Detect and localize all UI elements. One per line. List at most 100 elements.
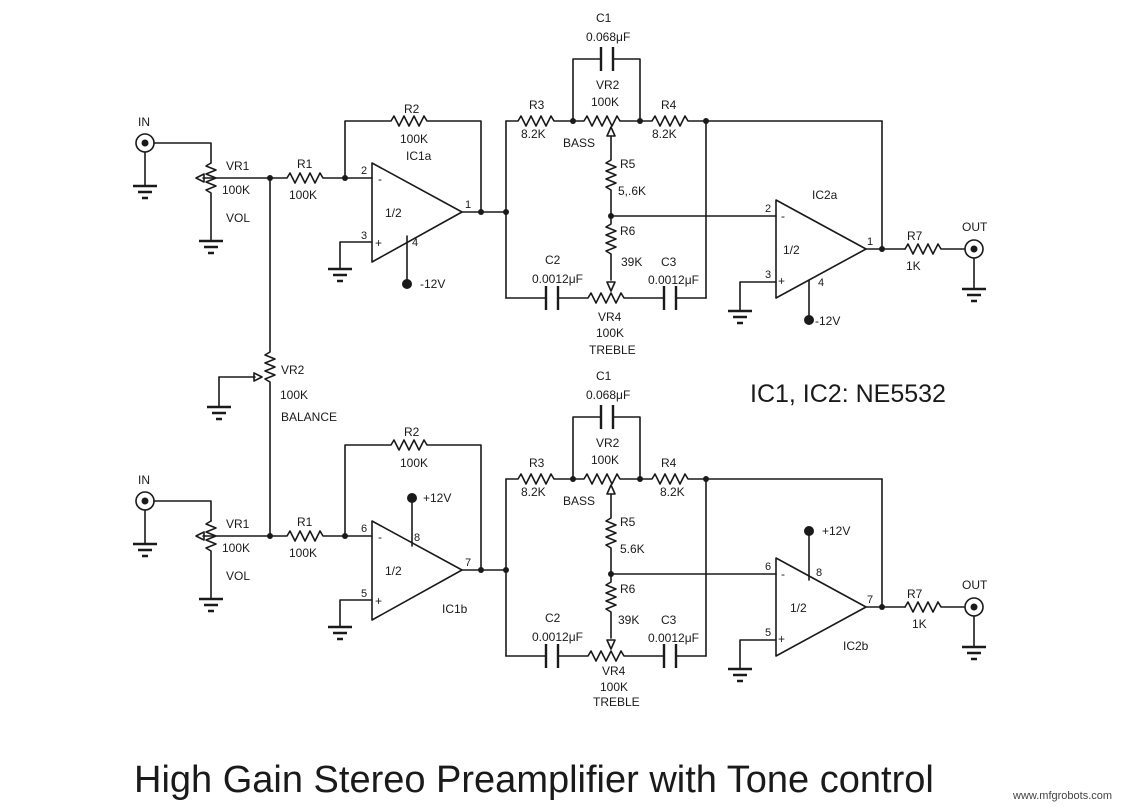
ground-icon [328,267,352,283]
op2-noninv-wire [739,281,777,311]
balance-control: VR2 100K BALANCE [207,177,337,537]
r7-ref: R7 [907,229,923,243]
ground-icon [728,309,752,325]
watermark: www.mfgrobots.com [1012,790,1112,802]
c1-value: 0.068μF [586,30,630,44]
input-label: IN [138,473,150,487]
op2-supply-pin: 4 [818,277,824,289]
op1-supply-pin: 8 [414,532,420,544]
op1-out-pin: 7 [465,557,471,569]
input-jack-center [141,139,149,147]
r3-value: 8.2K [521,485,546,499]
op1-triangle [371,162,463,263]
op-plus: + [375,594,382,608]
input-label: IN [138,115,150,129]
op1-ref: IC1b [442,602,468,616]
r1-value: 100K [289,188,317,202]
op1-half: 1/2 [385,206,402,220]
bass-ref: VR2 [596,436,620,450]
supply-terminal-icon [402,279,412,289]
op2-inv-pin: 2 [765,203,771,215]
balance-name: BALANCE [281,410,337,424]
output-jack-center [970,603,978,611]
r3-ref: R3 [529,98,545,112]
vol-name: VOL [226,211,250,225]
c1-wires [572,416,641,480]
treble-value: 100K [600,680,628,694]
wiper-arrow-icon [606,484,616,495]
noninv-wire [339,599,373,627]
op1-supply: +12V [423,491,451,505]
junction [879,604,885,610]
r3-resistor [505,115,574,127]
ground-icon [207,405,231,421]
wiper-arrow-icon [606,639,616,650]
op2-out-pin: 1 [867,236,873,248]
channel-top: IN VR1 100K VOL R1 100K R2 100K - + 1/2 … [133,11,988,357]
r1-ref: R1 [297,515,313,529]
r7-resistor [904,243,965,255]
r5-resistor [605,493,617,575]
bass-pot [572,115,641,127]
op-plus: + [778,632,785,646]
ground-icon [133,184,157,200]
r6-resistor [605,215,617,281]
op1-supply: -12V [420,277,445,291]
c2-value: 0.0012μF [532,272,583,286]
wiper-arrow-icon [606,126,616,137]
op2-inv-pin: 6 [765,561,771,573]
op-minus: - [378,530,382,544]
r2-value: 100K [400,456,428,470]
r5-ref: R5 [620,157,636,171]
op1-inv-pin: 2 [361,165,367,177]
vol-pot [205,520,217,599]
c2-capacitor [544,644,560,668]
op2-half: 1/2 [790,601,807,615]
channel-bottom: IN VR1 100K VOL R1 100K R2 100K - + 1/2 … [133,369,988,709]
r5-ref: R5 [620,515,636,529]
r1-value: 100K [289,546,317,560]
op1-half: 1/2 [385,564,402,578]
r6-value: 39K [621,255,642,269]
op1-supply-pin: 4 [412,237,418,249]
vol-ref: VR1 [226,159,250,173]
r7-value: 1K [906,259,921,273]
output-label: OUT [962,220,988,234]
treble-ref: VR4 [598,310,622,324]
wiper-arrow-icon [606,281,616,292]
supply-terminal-icon [804,526,814,536]
op2-supply-pin: 8 [816,567,822,579]
treble-value: 100K [596,326,624,340]
bass-name: BASS [563,136,595,150]
r4-resistor [639,473,883,485]
r2-ref: R2 [404,425,420,439]
ground-icon [962,287,986,303]
bass-value: 100K [591,95,619,109]
c2-ref: C2 [545,611,561,625]
input-jack-center [141,497,149,505]
op2-half: 1/2 [783,243,800,257]
treble-branch [505,292,707,304]
supply-terminal-icon [804,315,814,325]
op-plus: + [375,236,382,250]
r6-ref: R6 [620,582,636,596]
ic-note: IC1, IC2: NE5532 [750,380,946,408]
r4-value: 8.2K [652,127,677,141]
r3-ref: R3 [529,456,545,470]
c2-value: 0.0012μF [532,630,583,644]
c1-capacitor [599,405,615,429]
c1-value: 0.068μF [586,388,630,402]
balance-ref: VR2 [281,363,305,377]
ground-icon [199,239,223,255]
r1-ref: R1 [297,157,313,171]
op2-ref: IC2a [812,188,838,202]
op2-ref: IC2b [843,639,869,653]
op2-noninv-pin: 5 [765,627,771,639]
treble-branch [505,650,707,662]
r6-resistor [605,573,617,639]
op1-ref: IC1a [406,149,432,163]
op2-noninv-wire [739,639,777,669]
bass-pot [572,473,641,485]
r3-resistor [505,473,574,485]
